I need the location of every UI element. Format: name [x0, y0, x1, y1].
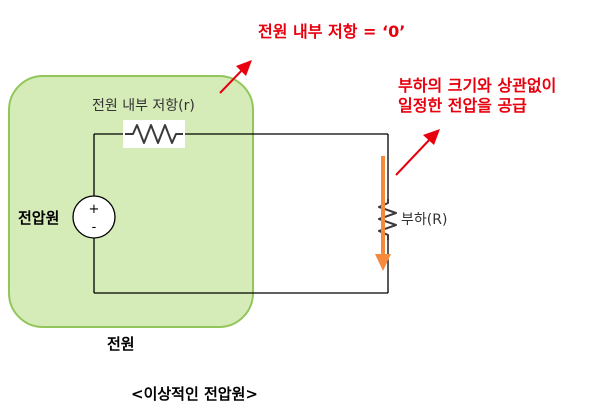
annotation-internal-resistance-zero: 전원 내부 저항 = ‘0’	[258, 22, 405, 41]
annotation-arrow-internal-resistance	[219, 60, 252, 94]
diagram-caption: <이상적인 전압원>	[131, 385, 258, 403]
voltage-source-symbol	[72, 195, 116, 239]
power-supply-label: 전원	[107, 335, 135, 353]
plus-sign: +	[89, 202, 100, 217]
minus-sign: -	[92, 220, 97, 235]
power-supply-box	[8, 75, 254, 328]
annotation-load-constant-line1: 부하의 크기와 상관없이	[398, 76, 556, 95]
annotation-load-constant-line2: 일정한 전압을 공급	[398, 96, 527, 115]
internal-resistor-zigzag	[125, 124, 183, 144]
circuit-wires	[93, 133, 389, 294]
load-label: 부하(R)	[401, 212, 447, 228]
voltage-source-label: 전압원	[18, 209, 59, 227]
annotation-arrow-load	[395, 129, 440, 176]
internal-resistance-label: 전원 내부 저항(r)	[92, 98, 195, 114]
voltage-arrow-head	[375, 254, 391, 271]
